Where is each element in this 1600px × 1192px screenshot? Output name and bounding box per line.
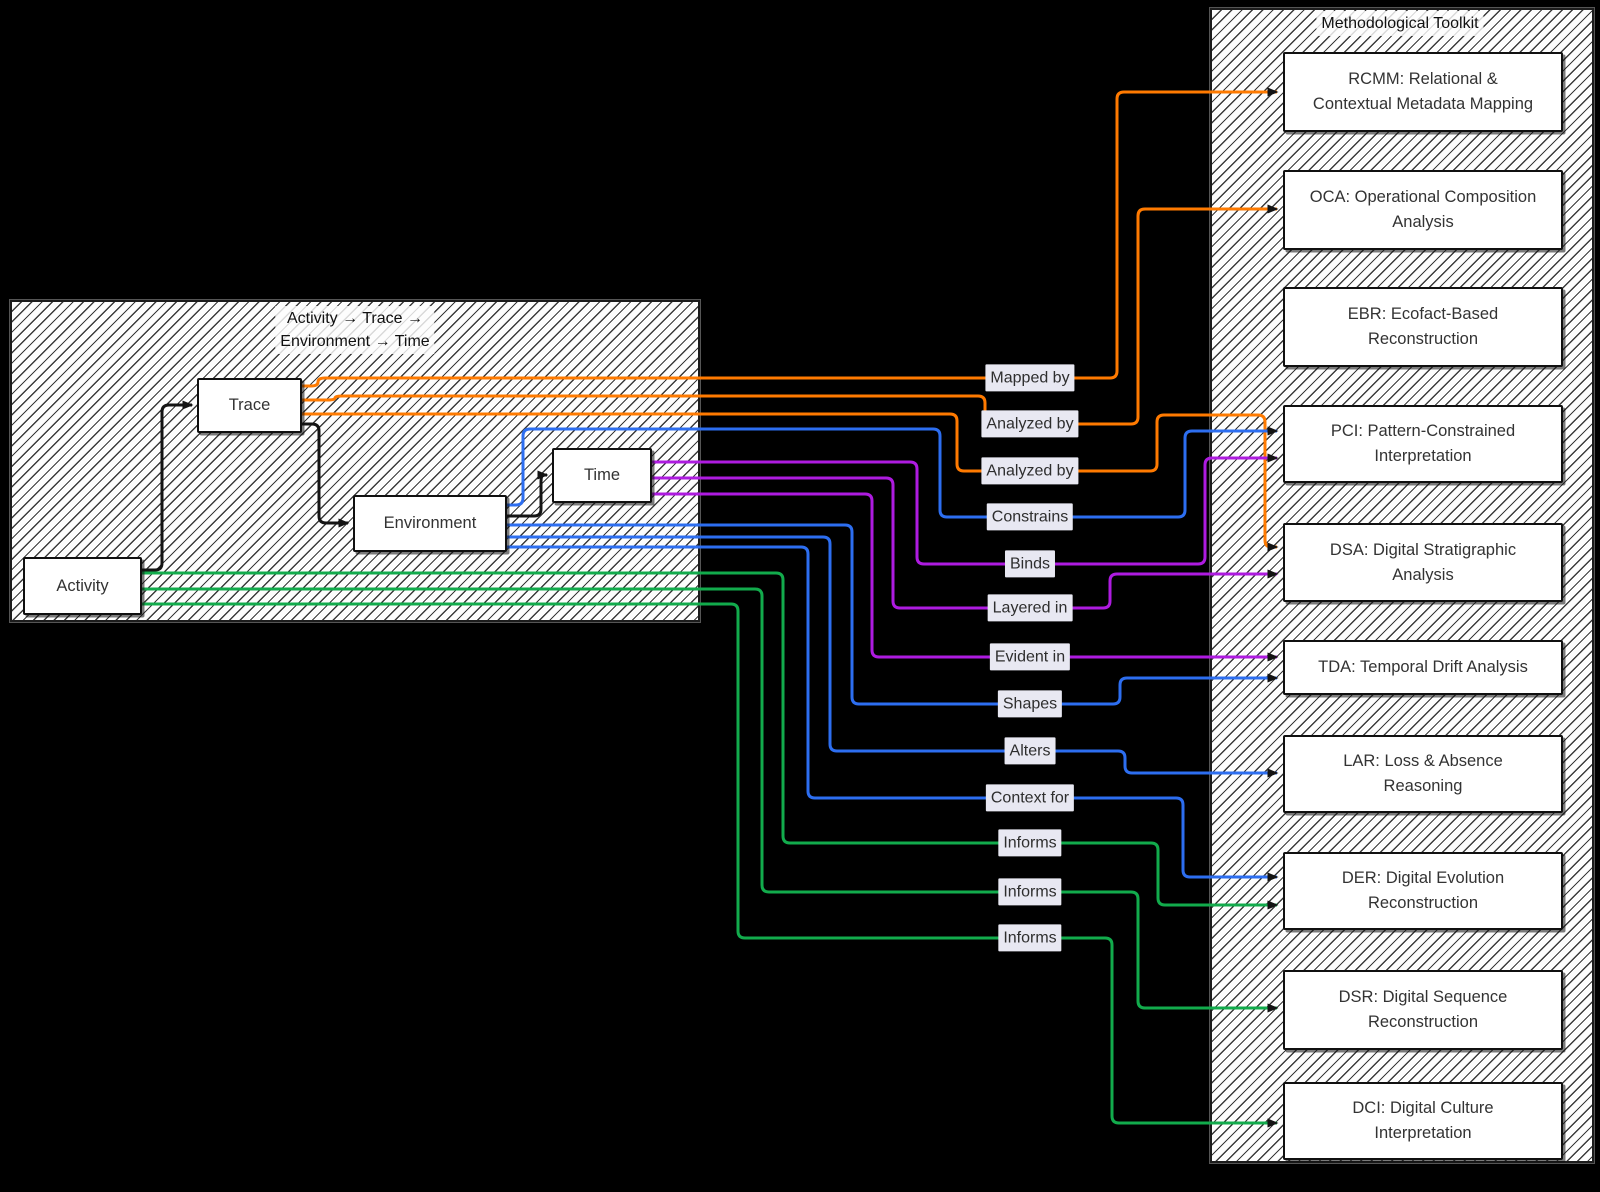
node-tda: TDA: Temporal Drift Analysis bbox=[1283, 640, 1563, 695]
edge-environment-lar bbox=[507, 535, 1279, 778]
node-ebr: EBR: Ecofact-Based Reconstruction bbox=[1283, 287, 1563, 367]
node-pci: PCI: Pattern-Constrained Interpretation bbox=[1283, 405, 1563, 483]
edge-trace-environment bbox=[302, 422, 350, 528]
node-der: DER: Digital Evolution Reconstruction bbox=[1283, 852, 1563, 930]
node-rcmm: RCMM: Relational & Contextual Metadata M… bbox=[1283, 52, 1563, 132]
node-dsr: DSR: Digital Sequence Reconstruction bbox=[1283, 970, 1563, 1050]
edge-label-activity-der: Informs bbox=[998, 829, 1062, 857]
edge-label-environment-der: Context for bbox=[985, 784, 1075, 812]
edge-label-activity-dsr: Informs bbox=[998, 878, 1062, 906]
node-dsa: DSA: Digital Stratigraphic Analysis bbox=[1283, 523, 1563, 602]
edge-label-environment-lar: Alters bbox=[1004, 737, 1056, 765]
edge-label-environment-pci: Constrains bbox=[986, 503, 1074, 531]
node-time: Time bbox=[552, 448, 652, 503]
node-lar: LAR: Loss & Absence Reasoning bbox=[1283, 735, 1563, 813]
edge-label-trace-dsa: Analyzed by bbox=[981, 457, 1079, 485]
edge-label-time-pci: Binds bbox=[1004, 550, 1056, 578]
edge-activity-dci bbox=[142, 602, 1279, 1128]
edge-label-time-tda: Evident in bbox=[989, 643, 1071, 671]
edge-activity-dsr bbox=[142, 587, 1279, 1013]
edge-environment-tda bbox=[507, 523, 1279, 706]
edge-environment-pci bbox=[507, 426, 1279, 519]
edge-trace-dsa bbox=[302, 412, 1279, 552]
edge-label-environment-tda: Shapes bbox=[997, 690, 1063, 718]
edge-label-trace-rcmm: Mapped by bbox=[985, 364, 1075, 392]
toolkit-cluster-title: Methodological Toolkit bbox=[1316, 11, 1484, 37]
node-dci: DCI: Digital Culture Interpretation bbox=[1283, 1082, 1563, 1160]
edge-activity-der bbox=[142, 571, 1279, 910]
edge-trace-rcmm bbox=[302, 87, 1279, 388]
edge-environment-time bbox=[507, 470, 549, 518]
edge-label-trace-oca: Analyzed by bbox=[981, 410, 1079, 438]
node-trace: Trace bbox=[197, 378, 302, 433]
edge-label-time-dsa: Layered in bbox=[987, 594, 1073, 622]
flow-cluster-title: Activity → Trace → Environment → Time bbox=[275, 306, 435, 355]
edge-activity-trace bbox=[142, 400, 194, 572]
edge-trace-oca bbox=[302, 204, 1279, 426]
node-oca: OCA: Operational Composition Analysis bbox=[1283, 170, 1563, 250]
edge-label-activity-dci: Informs bbox=[998, 924, 1062, 952]
node-activity: Activity bbox=[23, 557, 142, 615]
node-environment: Environment bbox=[353, 495, 507, 552]
edge-time-pci bbox=[652, 453, 1279, 566]
edge-time-tda bbox=[652, 492, 1279, 662]
